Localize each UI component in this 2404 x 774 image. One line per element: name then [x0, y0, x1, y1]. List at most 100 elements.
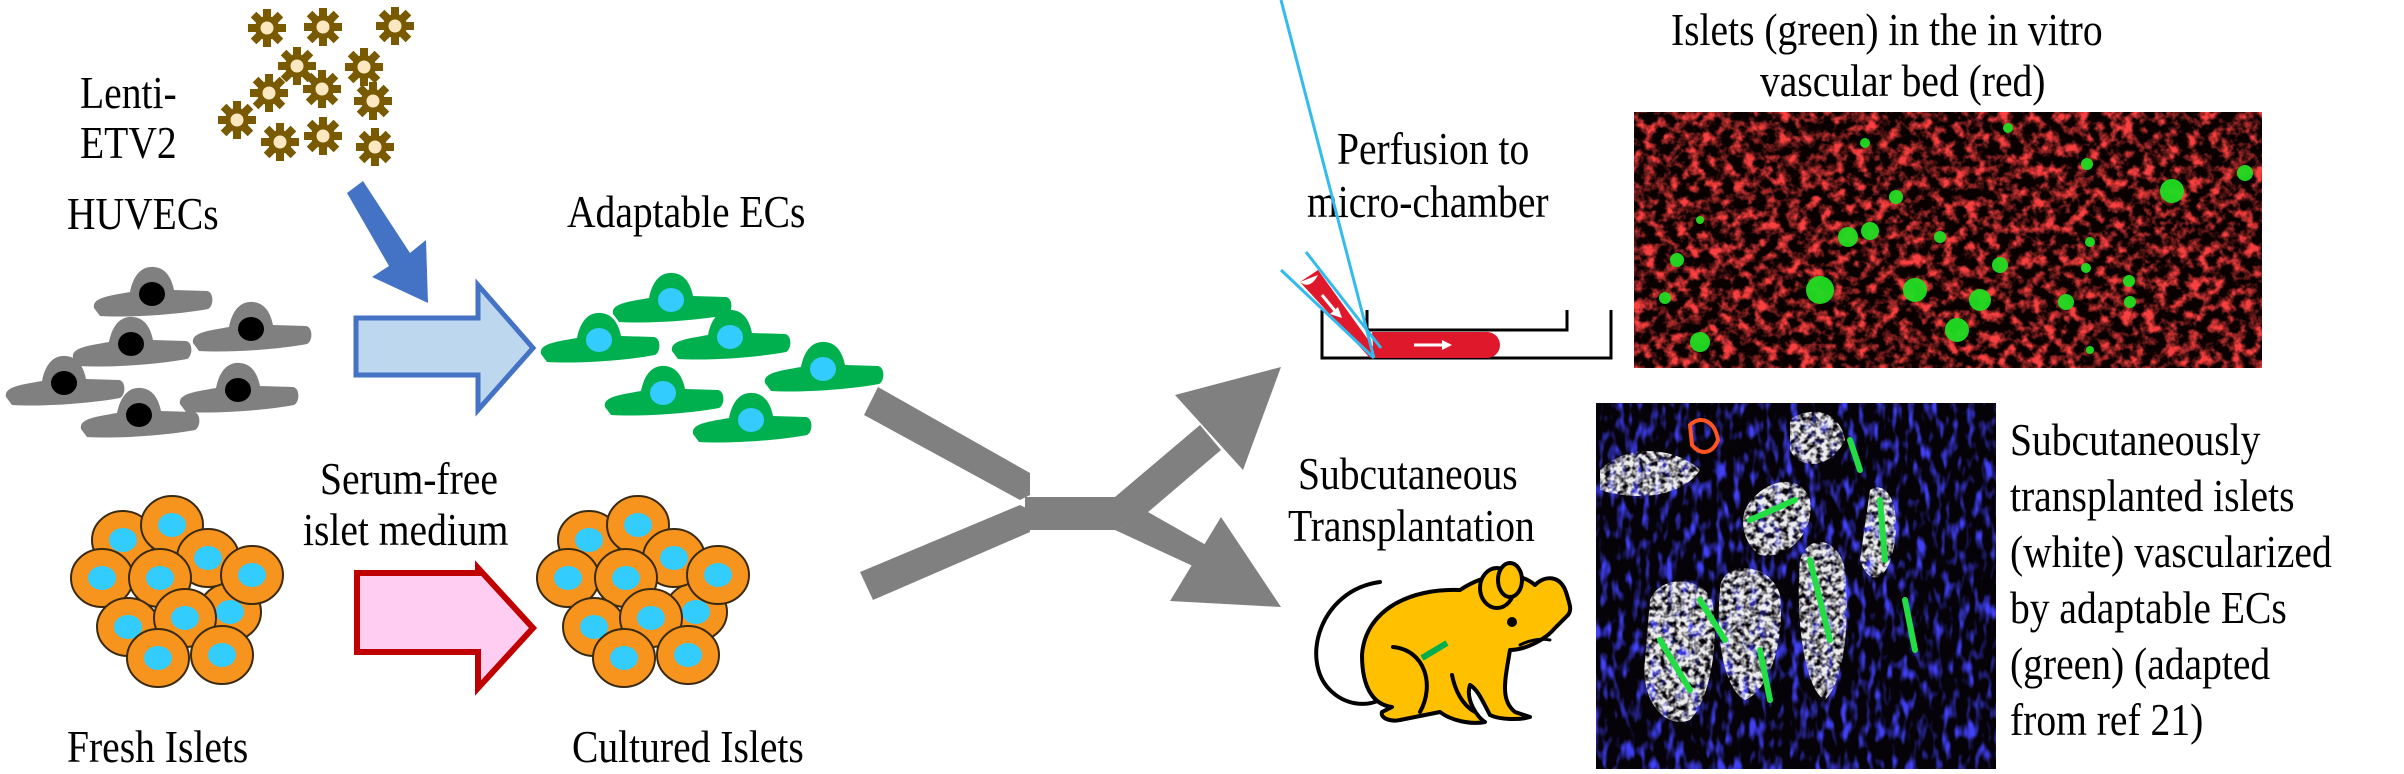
invitro-caption-line2: vascular bed (red): [1760, 56, 2045, 106]
invivo-caption-line: (green) (adapted: [2010, 639, 2270, 689]
vessel-segment: [1757, 647, 1773, 703]
vessel-segment: [1697, 597, 1728, 643]
microchamber-icon: [1279, 0, 1613, 360]
cultured-islet-cluster: [536, 495, 750, 688]
virus-gear-icon: [345, 48, 383, 86]
islet-spot: [1969, 289, 1991, 311]
virus-gear-icon: [248, 9, 286, 47]
invitro-caption-line1: Islets (green) in the in vitro: [1671, 5, 2103, 55]
islet-spot: [2085, 237, 2095, 247]
adaptable-ecs-label: Adaptable ECs: [567, 187, 805, 237]
virus-gear-icon: [304, 8, 342, 46]
fresh-islet-cluster: [70, 495, 284, 688]
huvec-cell-icon: [80, 387, 200, 438]
islet-spot: [2124, 296, 2136, 308]
endothelial-cell-icon: [692, 392, 812, 443]
islet-cell-icon: [592, 628, 656, 688]
lenti-label-line1: Lenti-: [80, 68, 177, 118]
culture-arrow-icon: [354, 560, 538, 696]
islet-cell-icon: [220, 545, 284, 605]
endothelial-cell-icon: [604, 365, 724, 416]
islet-cell-icon: [190, 625, 254, 685]
virus-gear-icon: [304, 117, 342, 155]
perfusion-label-line1: Perfusion to: [1337, 124, 1529, 174]
endothelial-cell-icon: [764, 341, 884, 392]
perfusion-label-line2: micro-chamber: [1307, 177, 1549, 227]
serum-free-label-line1: Serum-free: [320, 454, 498, 504]
invivo-caption-line: by adaptable ECs: [2010, 583, 2287, 633]
islet-spot: [2086, 346, 2094, 354]
virus-gear-icon: [376, 7, 414, 45]
invitro-micrograph: [1634, 112, 2262, 368]
vessel-segment: [1847, 437, 1863, 473]
islet-spot: [2058, 294, 2074, 310]
endothelial-cell-icon: [540, 312, 660, 363]
islet-spot: [1806, 276, 1834, 304]
virus-gear-icon: [261, 123, 299, 161]
virus-gear-icon: [356, 128, 394, 166]
islet-spot: [2081, 158, 2093, 170]
cultured-islets-label: Cultured Islets: [572, 722, 804, 772]
subq-label-line2: Transplantation: [1288, 501, 1535, 551]
transduction-arrow-icon: [347, 181, 428, 303]
virus-gear-icon: [303, 70, 341, 108]
islet-cell-icon: [536, 548, 600, 608]
virus-gear-icon: [218, 101, 256, 139]
subq-label-line1: Subcutaneous: [1298, 449, 1518, 499]
vessel-segment: [1902, 597, 1918, 653]
lentivirus-particles: [218, 7, 414, 166]
vessel-segment: [1877, 497, 1888, 563]
mouse-icon: [1314, 561, 1573, 725]
islet-spot: [1861, 222, 1879, 240]
islet-cell-icon: [656, 625, 720, 685]
invivo-caption: Subcutaneously transplanted islets (whit…: [2010, 415, 2332, 745]
islet-spot: [1690, 332, 1710, 352]
islet-spot: [1696, 216, 1704, 224]
endothelial-cell-icon: [671, 309, 791, 360]
virus-gear-icon: [354, 82, 392, 120]
invivo-caption-line: Subcutaneously: [2010, 415, 2261, 465]
adaptable-ec-cells: [540, 272, 884, 443]
fresh-islets-label: Fresh Islets: [67, 722, 248, 772]
islet-spot: [1670, 253, 1684, 267]
implant-site-marker: [1420, 640, 1449, 661]
islet-spot: [1860, 138, 1870, 148]
islet-spot: [1838, 227, 1858, 247]
islet-region: [1600, 451, 1700, 496]
islet-cell-icon: [126, 628, 190, 688]
invivo-caption-line: transplanted islets: [2010, 471, 2294, 521]
vessel-segment: [1747, 497, 1798, 523]
islet-spot: [1659, 292, 1671, 304]
islet-spot: [1945, 318, 1969, 342]
merge-branch-arrow-icon: [860, 367, 1281, 607]
huvec-cells: [5, 266, 312, 438]
lenti-label-line2: ETV2: [80, 118, 177, 168]
invivo-micrograph: [1596, 403, 1996, 769]
islet-region: [1644, 581, 1715, 722]
virus-gear-icon: [278, 47, 316, 85]
vessel-segment: [1657, 637, 1693, 693]
islet-cell-icon: [686, 545, 750, 605]
islet-spot: [1934, 231, 1946, 243]
islet-spot: [2237, 165, 2253, 181]
islet-spot: [1903, 278, 1927, 302]
huvec-cell-icon: [93, 266, 213, 317]
conversion-arrow-icon: [353, 278, 537, 417]
islet-spot: [2081, 263, 2091, 273]
vessel-segment: [1807, 557, 1833, 643]
huvec-cell-icon: [72, 316, 192, 367]
invivo-caption-line: from ref 21): [2010, 695, 2203, 745]
invitro-islet-spots: [1659, 123, 2253, 354]
vessel-ring: [1687, 418, 1721, 454]
islet-spot: [1992, 257, 2008, 273]
islet-cell-icon: [96, 597, 160, 657]
islet-spot: [2160, 179, 2184, 203]
endothelial-cell-icon: [612, 272, 732, 323]
huvecs-label: HUVECs: [67, 189, 219, 239]
serum-free-label-line2: islet medium: [303, 505, 508, 555]
huvec-cell-icon: [179, 362, 299, 413]
huvec-cell-icon: [5, 355, 125, 406]
islet-region: [1790, 411, 1845, 464]
islet-spot: [1889, 190, 1903, 204]
